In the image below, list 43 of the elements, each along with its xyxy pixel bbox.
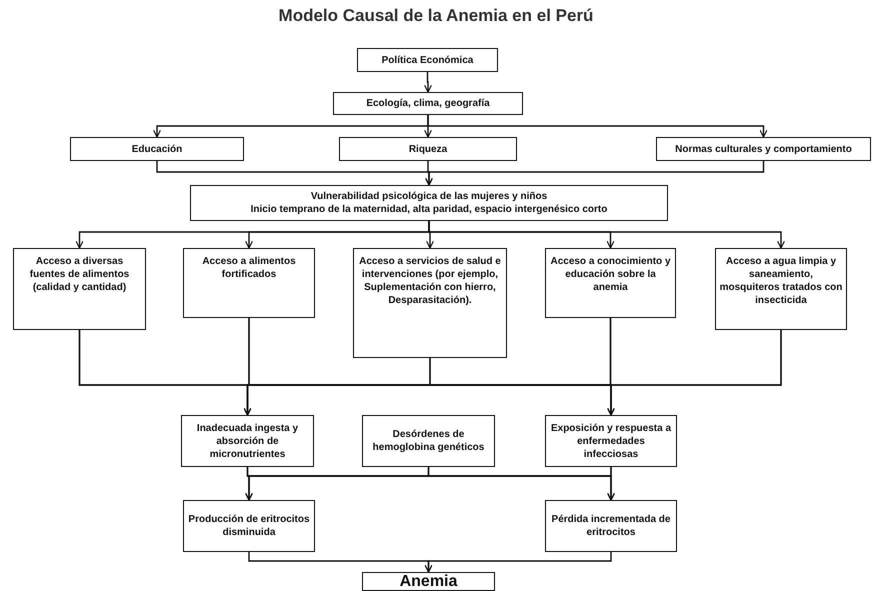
process-box — [545, 248, 676, 318]
process-box — [183, 248, 315, 318]
process-box — [715, 248, 847, 330]
box-text: Ecología, clima, geografía — [366, 97, 490, 110]
process-box — [353, 248, 507, 358]
box-text: Acceso a servicios de salud e intervenciones (por ejemplo, Suplementación con hierro, Desparasitación). — [358, 255, 502, 307]
connector-arrow — [606, 467, 616, 501]
connector-arrow — [428, 221, 786, 249]
process-box — [181, 415, 314, 467]
connector-arrow — [606, 330, 782, 416]
process-box — [362, 572, 495, 591]
box-text: Acceso a conocimiento y educación sobre la anemia — [549, 255, 672, 294]
box-text: Riqueza — [408, 142, 448, 156]
box-text: Acceso a alimentos fortificados — [201, 255, 297, 281]
process-box — [13, 248, 146, 330]
box-text: Normas culturales y comportamiento — [675, 142, 852, 156]
box-text: Pérdida incrementada de eritrocitos — [550, 513, 672, 539]
process-box — [545, 415, 677, 467]
box-text: Política Económica — [382, 54, 474, 66]
box-text: Producción de eritrocitos disminuida — [187, 513, 311, 539]
process-box — [183, 500, 315, 552]
process-box — [190, 185, 668, 221]
process-box — [656, 137, 871, 161]
connector-arrow — [424, 552, 612, 573]
connector-arrow — [424, 72, 432, 93]
process-box — [339, 137, 517, 161]
process-box — [362, 415, 495, 467]
process-box — [70, 137, 244, 161]
box-text: Vulnerabilidad psicológica de las mujeres y niños — [310, 190, 548, 203]
box-text: Anemia — [400, 573, 458, 590]
box-text: Acceso a agua limpia y saneamiento, mosquiteros tratados con insecticida — [719, 255, 843, 307]
box-text: Acceso a diversas fuentes de alimentos (calidad y cantidad) — [28, 255, 130, 294]
connector-arrow — [424, 161, 764, 186]
process-box — [357, 48, 498, 72]
connector-arrow — [427, 115, 768, 138]
box-text: Inicio temprano de la maternidad, alta paridad, espacio intergenésico corto — [250, 203, 608, 216]
box-text: Educación — [132, 142, 182, 156]
box-text: Exposición y respuesta a enfermedades infecciosas — [550, 422, 672, 460]
process-box — [545, 500, 677, 552]
diagram-title: Modelo Causal de la Anemia en el Perú — [278, 6, 594, 26]
box-text: Inadecuada ingesta y absorción de micronutrientes — [196, 422, 300, 460]
process-box — [333, 92, 523, 115]
box-text: Desórdenes de hemoglobina genéticos — [372, 428, 486, 454]
